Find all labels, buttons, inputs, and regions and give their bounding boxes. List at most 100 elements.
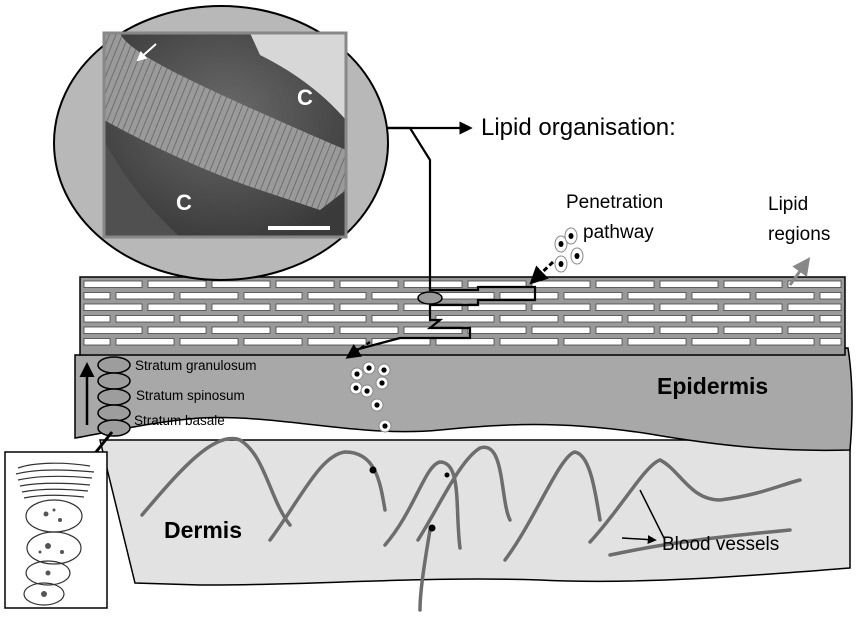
micrograph-c-top: C (297, 85, 313, 110)
corneocyte-brick (531, 326, 591, 334)
corneocyte-brick (371, 315, 431, 323)
corneocyte-brick (115, 315, 175, 323)
corneocyte-brick (499, 292, 559, 300)
corneocyte-brick (211, 303, 271, 311)
corneocyte-brick (147, 280, 207, 288)
dermis-label: Dermis (164, 517, 242, 543)
corneocyte-brick (499, 315, 559, 323)
corneocyte-brick (307, 292, 367, 300)
corneocyte-brick (83, 315, 111, 323)
corneocyte-brick (147, 326, 207, 334)
corneocyte-brick (659, 280, 719, 288)
drug-particle-core (382, 423, 388, 429)
penetration-arrow (529, 260, 555, 285)
corneocyte-brick (83, 303, 143, 311)
corneocyte-brick (467, 326, 527, 334)
corneocyte-brick (659, 303, 719, 311)
cell-detail-inset (4, 451, 108, 609)
corneocyte-brick (595, 280, 655, 288)
corneocyte-brick (467, 303, 527, 311)
corneocyte-brick (563, 338, 623, 346)
lipid-organisation-label: Lipid organisation: (481, 114, 676, 141)
epidermis-layer (74, 347, 853, 452)
drug-particle-core (381, 367, 387, 373)
corneocyte-brick (179, 315, 239, 323)
lipid-regions-arrow (788, 257, 811, 286)
corneocyte-brick (563, 315, 623, 323)
corneocyte-brick (755, 315, 815, 323)
corneocyte-brick (787, 280, 842, 288)
corneocyte-brick (179, 292, 239, 300)
corneocyte-brick (499, 338, 559, 346)
lipid-regions-label-1: Lipid (768, 194, 808, 215)
corneocyte-brick (275, 326, 335, 334)
corneocyte-brick (755, 338, 815, 346)
corneocyte-brick (627, 315, 687, 323)
corneocyte-brick (243, 338, 303, 346)
corneocyte-brick (691, 292, 751, 300)
micrograph (53, 5, 389, 281)
corneocyte-brick (179, 338, 239, 346)
penetration-pathway-label-2: pathway (583, 222, 654, 243)
corneocyte-brick (627, 338, 687, 346)
vessel-particle (369, 466, 377, 474)
corneocyte-brick (787, 303, 842, 311)
corneocyte-brick (595, 326, 655, 334)
corneocyte-brick (627, 292, 687, 300)
corneocyte-brick (147, 303, 207, 311)
penetration-pathway-label-1: Penetration (566, 192, 663, 213)
drug-particle-core (354, 371, 360, 377)
drug-particle-core (353, 385, 359, 391)
drug-particles-exiting (349, 361, 392, 433)
corneocyte-brick (563, 292, 623, 300)
corneocyte-brick (339, 280, 399, 288)
dermis-layer (99, 439, 851, 586)
stratum-spinosum-label: Stratum spinosum (136, 388, 245, 403)
corneocyte-brick (339, 303, 399, 311)
vessel-particle (444, 472, 450, 478)
corneocyte-brick (531, 303, 591, 311)
corneocyte-brick (275, 280, 335, 288)
epidermis-cell-layers (79, 356, 131, 437)
stratum-basale-label: Stratum basale (134, 413, 225, 428)
corneocyte-brick (819, 292, 842, 300)
corneocyte-brick (595, 303, 655, 311)
corneocyte-brick (211, 280, 271, 288)
drug-particle-core (364, 388, 370, 394)
micrograph-c-bottom: C (176, 190, 192, 215)
pathway-ellipse-marker (417, 291, 443, 305)
drug-particle-core (374, 402, 380, 408)
corneocyte-brick (691, 338, 751, 346)
drug-particle-core (366, 365, 372, 371)
corneocyte-brick (339, 326, 399, 334)
corneocyte-brick (115, 338, 175, 346)
corneocyte-brick (83, 280, 143, 288)
stratum-granulosum-label: Stratum granulosum (135, 358, 257, 373)
corneocyte-brick (115, 292, 175, 300)
blood-vessel-pointer-1 (639, 489, 666, 541)
corneocyte-brick (307, 338, 367, 346)
corneocyte-brick (83, 326, 143, 334)
corneocyte-brick (243, 315, 303, 323)
corneocyte-brick (243, 292, 303, 300)
corneocyte-brick (691, 315, 751, 323)
corneocyte-brick (723, 326, 783, 334)
corneocyte-brick (83, 338, 111, 346)
corneocyte-brick (435, 338, 495, 346)
epidermis-label: Epidermis (657, 373, 768, 399)
stratum-corneum (79, 276, 846, 356)
corneocyte-brick (275, 303, 335, 311)
exit-arrow (345, 340, 371, 359)
corneocyte-brick (819, 315, 842, 323)
corneocyte-brick (211, 326, 271, 334)
corneocyte-brick (659, 326, 719, 334)
corneocyte-brick (819, 338, 842, 346)
drug-particle-core (379, 380, 385, 386)
corneocyte-brick (787, 326, 842, 334)
drug-particles-entering (554, 227, 584, 273)
vessel-particle (428, 524, 436, 532)
corneocyte-brick (723, 280, 783, 288)
corneocyte-brick (435, 315, 495, 323)
